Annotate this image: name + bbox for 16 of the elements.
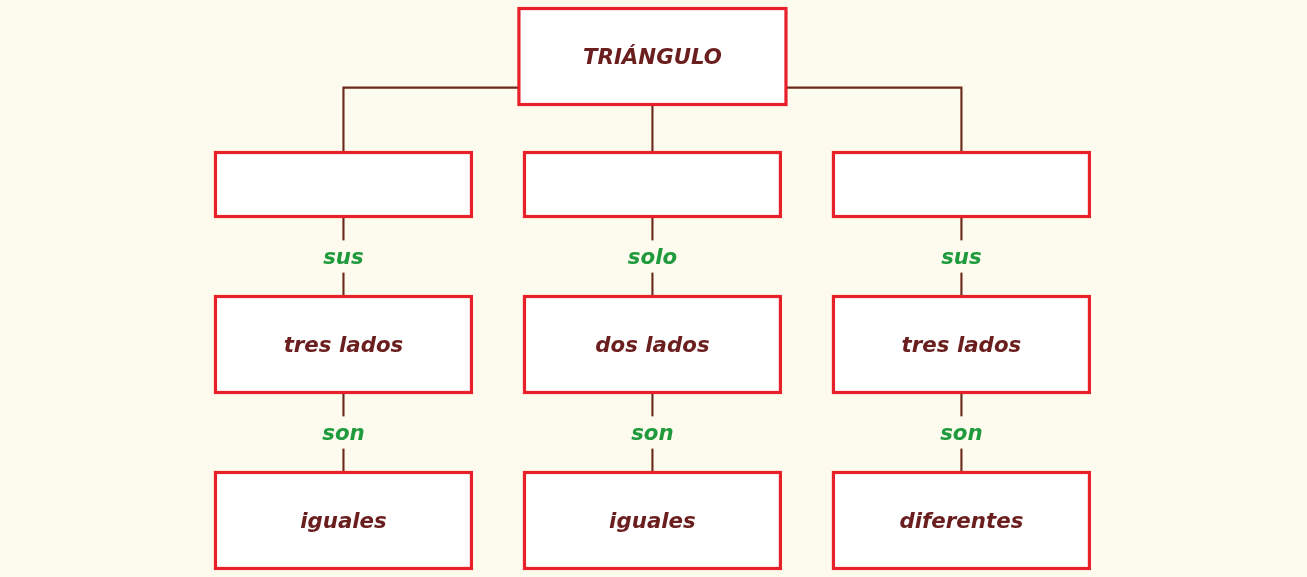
node-box: tres lados (831, 294, 1091, 395)
edge-label: son (322, 419, 365, 446)
node-box: diferentes (831, 470, 1091, 571)
edge-label: sus (941, 243, 982, 270)
node-box: iguales (213, 470, 474, 571)
node-box (522, 150, 783, 219)
edge-label: solo (627, 243, 678, 270)
node-box: iguales (522, 470, 783, 571)
node-box: dos lados (522, 294, 783, 395)
edge-label: sus (323, 243, 364, 270)
node-box: TRIÁNGULO (517, 6, 788, 107)
edge-label: son (631, 419, 674, 446)
node-box: tres lados (213, 294, 474, 395)
node-box (831, 150, 1091, 219)
edge-label: son (940, 419, 983, 446)
node-box (213, 150, 474, 219)
